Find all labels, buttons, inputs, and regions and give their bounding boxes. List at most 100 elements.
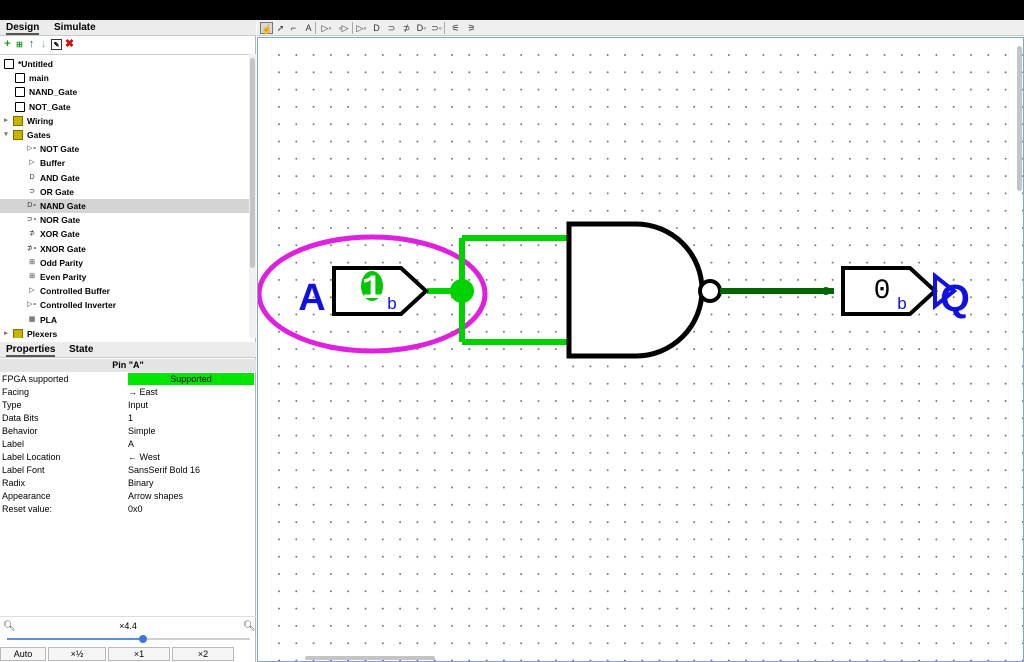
zoom-half-button[interactable]: ×½ — [48, 647, 106, 661]
property-value[interactable]: Simple — [128, 426, 156, 436]
and-gate-icon: D — [29, 173, 35, 181]
canvas-vertical-scrollbar[interactable] — [1017, 40, 1023, 660]
tree-item[interactable]: ▦PLA — [0, 313, 249, 327]
or-gate-icon: ⊃ — [29, 187, 35, 195]
tree-item-label: Odd Parity — [40, 257, 83, 268]
nor-gate-icon[interactable]: ⊃◦ — [431, 23, 442, 33]
zoom-one-button[interactable]: ×1 — [108, 647, 170, 661]
nand-gate[interactable] — [566, 221, 705, 359]
appearance-icon[interactable]: ⚞ — [467, 23, 476, 33]
tree-item[interactable]: ⊞Even Parity — [0, 270, 249, 284]
tree-item-label: Controlled Buffer — [40, 286, 110, 297]
tree-item-label: Controlled Inverter — [40, 300, 117, 311]
tree-item-label: main — [29, 73, 49, 84]
wire-endpoint-output — [822, 287, 830, 295]
tree-item[interactable]: NOT_Gate — [0, 100, 249, 114]
tab-state[interactable]: State — [69, 344, 94, 355]
property-value[interactable]: A — [128, 439, 135, 449]
or-gate-icon[interactable]: ⊃ — [387, 23, 396, 33]
nand-gate-icon[interactable]: D◦ — [416, 23, 427, 33]
add-circuit-icon[interactable]: + — [4, 38, 11, 50]
zoom-in-icon[interactable]: 🔍︎ — [243, 621, 256, 632]
property-key: Reset value: — [2, 504, 53, 514]
circuit-canvas[interactable]: 1 b A 0 b Q — [257, 37, 1024, 662]
property-value[interactable]: Arrow shapes — [128, 491, 184, 501]
delete-icon[interactable]: ✖ — [64, 38, 75, 50]
zoom-out-icon[interactable]: 🔍︎ — [3, 621, 16, 632]
property-value[interactable]: 1 — [128, 413, 134, 423]
tree-item[interactable]: ⊅∘XNOR Gate — [0, 242, 249, 256]
tree-item[interactable]: ⊅XOR Gate — [0, 227, 249, 241]
property-key: FPGA supported — [2, 374, 69, 384]
tree-item[interactable]: ⊃OR Gate — [0, 185, 249, 199]
tree-item[interactable]: ▾Gates — [0, 128, 249, 142]
property-value[interactable]: Binary — [128, 478, 154, 488]
canvas-horizontal-scrollbar[interactable] — [305, 656, 435, 660]
text-tool-icon[interactable]: A — [305, 23, 312, 33]
and-gate-icon[interactable]: D — [373, 23, 380, 33]
circuit-svg[interactable]: 1 b A 0 b Q — [258, 38, 1024, 662]
tree-item[interactable]: ▷∘NOT Gate — [0, 142, 249, 156]
input-pin-icon[interactable]: ▷◦ — [321, 23, 332, 33]
property-key: Data Bits — [2, 413, 39, 423]
zoom-slider[interactable] — [7, 638, 250, 640]
tree-item[interactable]: D∘NAND Gate — [0, 199, 249, 213]
xor-gate-icon[interactable]: ⊅ — [402, 23, 411, 33]
zoom-two-button[interactable]: ×2 — [172, 647, 234, 661]
collapse-arrow-icon[interactable]: ▸ — [4, 329, 8, 337]
toolbar-separator — [444, 22, 445, 34]
tree-item-label: NAND_Gate — [29, 87, 78, 98]
property-key: Behavior — [2, 426, 38, 436]
tree-item[interactable]: ▷∘Controlled Inverter — [0, 298, 249, 312]
folder-icon — [13, 115, 23, 126]
title-bar — [0, 0, 1024, 20]
tree-item[interactable]: ▷Controlled Buffer — [0, 284, 249, 298]
output-pin-Q[interactable] — [841, 266, 938, 316]
zoom-auto-button[interactable]: Auto — [0, 647, 46, 661]
not-gate-icon: ▷∘ — [27, 145, 37, 153]
tab-simulate[interactable]: Simulate — [54, 22, 96, 33]
folder-icon — [13, 328, 23, 338]
collapse-arrow-icon[interactable]: ▸ — [4, 116, 8, 124]
canvas-toolbar: ☝➚ ⌐ A ▷◦ ◦▷ ▷◦ D ⊃ ⊅ D◦ ⊃◦ ⚟ ⚞ — [257, 20, 1024, 36]
odd-parity-icon: ⊞ — [29, 258, 35, 266]
tree-item[interactable]: ▷Buffer — [0, 156, 249, 170]
tree-item[interactable]: NAND_Gate — [0, 85, 249, 99]
tree-item-label: Wiring — [27, 115, 54, 126]
tab-properties[interactable]: Properties — [6, 344, 56, 357]
property-value[interactable]: Input — [128, 400, 149, 410]
expand-arrow-icon[interactable]: ▾ — [4, 131, 8, 138]
layout-icon[interactable]: ⚟ — [451, 23, 460, 33]
tree-item-label: NOR Gate — [40, 215, 81, 226]
property-value[interactable]: Supported — [128, 373, 254, 385]
property-key: Label Font — [2, 465, 45, 475]
zoom-slider-knob[interactable] — [139, 635, 148, 643]
tree-scrollbar[interactable] — [249, 54, 256, 338]
move-down-icon[interactable]: ↓ — [40, 38, 47, 50]
property-value[interactable]: ← West — [128, 452, 160, 462]
property-value[interactable]: → East — [128, 387, 158, 397]
tree-item[interactable]: ⊞ Odd Parity — [0, 256, 249, 270]
select-tool-icon[interactable]: ➚ — [276, 23, 285, 33]
move-up-icon[interactable]: ↑ — [28, 38, 35, 50]
tree-item[interactable]: *Untitled — [0, 57, 249, 71]
property-value[interactable]: 0x0 — [128, 504, 143, 514]
tree-item[interactable]: ⊃∘NOR Gate — [0, 213, 249, 227]
property-value[interactable]: SansSerif Bold 16 — [128, 465, 201, 475]
tab-design[interactable]: Design — [6, 22, 40, 35]
tree-item-label: *Untitled — [18, 59, 53, 69]
tree-item[interactable]: ▸ Wiring — [0, 114, 249, 128]
poke-tool-icon[interactable]: ☝ — [260, 22, 273, 34]
input-value-indicator — [361, 271, 383, 301]
edit-appearance-icon[interactable]: ✎ — [51, 39, 62, 50]
not-gate-icon[interactable]: ▷◦ — [356, 23, 367, 33]
tree-item[interactable]: ▸Plexers — [0, 327, 249, 338]
add-vhdl-icon[interactable]: ⊞ — [16, 40, 23, 49]
output-pin-icon[interactable]: ◦▷ — [338, 23, 349, 33]
wire-tool-icon[interactable]: ⌐ — [290, 23, 297, 33]
tree-item[interactable]: main — [0, 71, 249, 85]
pla-icon: ▦ — [28, 315, 36, 323]
